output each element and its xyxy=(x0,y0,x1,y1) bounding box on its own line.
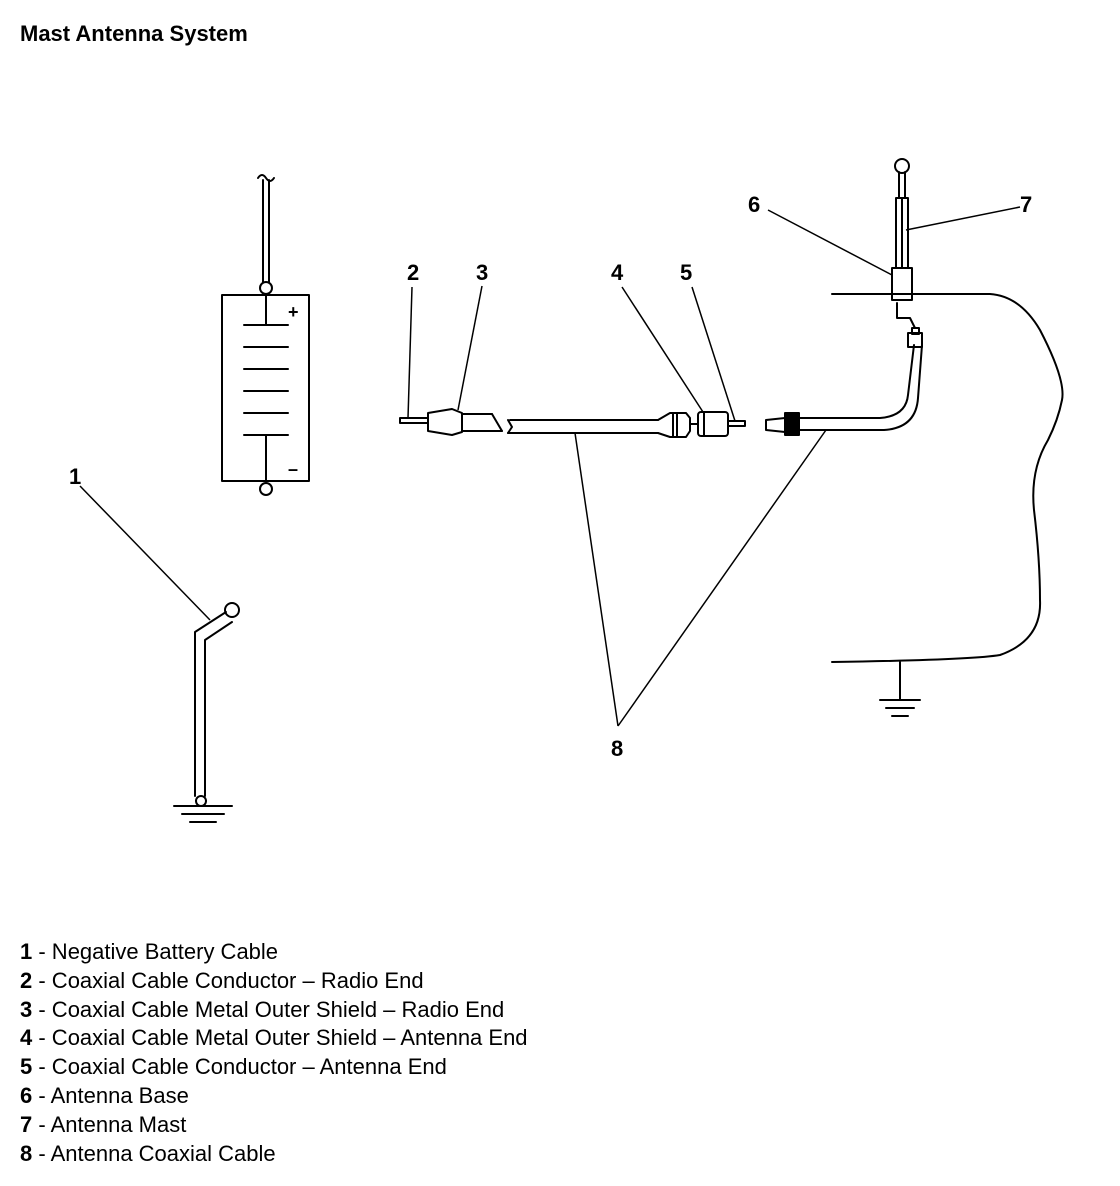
coaxial-conductor-antenna-end xyxy=(727,420,746,427)
legend-number: 8 xyxy=(20,1140,33,1166)
callout-2: 2 xyxy=(407,260,419,285)
radio-end-connector xyxy=(399,408,503,436)
coaxial-conductor-radio-end xyxy=(399,417,429,424)
leader-line-1 xyxy=(79,485,211,621)
leader-line-8b xyxy=(617,429,827,727)
legend-text: - Coaxial Cable Conductor – Antenna End xyxy=(32,1054,447,1080)
legend-number: 5 xyxy=(20,1054,33,1080)
legend-number: 6 xyxy=(20,1082,33,1108)
negative-battery-cable xyxy=(194,602,240,807)
cable-ring-terminal xyxy=(224,602,240,618)
legend-item: 1 - Negative Battery Cable xyxy=(20,938,528,967)
leader-line-5 xyxy=(691,286,736,422)
metal-shield-radio-end xyxy=(427,408,463,436)
battery-positive-terminal xyxy=(259,281,273,295)
antenna-lead-cable xyxy=(765,302,923,436)
leader-line-8a xyxy=(574,432,619,727)
callout-5: 5 xyxy=(680,260,692,285)
legend-text: - Antenna Base xyxy=(32,1082,189,1108)
legend-text: - Antenna Coaxial Cable xyxy=(32,1140,276,1166)
antenna-assembly xyxy=(891,158,913,301)
metal-shield-antenna-end xyxy=(697,411,729,437)
legend-text: - Negative Battery Cable xyxy=(32,939,279,964)
page-title: Mast Antenna System xyxy=(20,21,248,46)
legend-item: 5 - Coaxial Cable Conductor – Antenna En… xyxy=(20,1053,528,1082)
coaxial-cable-section xyxy=(507,419,659,434)
mast-tip xyxy=(894,158,910,174)
leader-line-4 xyxy=(621,286,704,413)
legend-text: - Antenna Mast xyxy=(32,1111,187,1137)
lead-connector-nut xyxy=(784,412,800,436)
legend-number: 2 xyxy=(20,967,33,993)
vehicle-body-panel xyxy=(831,293,1064,663)
callout-6: 6 xyxy=(748,192,760,217)
callout-4: 4 xyxy=(611,260,624,285)
legend-text: - Coaxial Cable Metal Outer Shield – Ant… xyxy=(32,1025,528,1051)
legend-number: 3 xyxy=(20,996,33,1022)
legend-text: - Coaxial Cable Metal Outer Shield – Rad… xyxy=(32,996,505,1022)
legend-number: 7 xyxy=(20,1111,33,1137)
leader-line-3 xyxy=(457,285,483,411)
legend-item: 6 - Antenna Base xyxy=(20,1082,528,1111)
battery-negative-terminal xyxy=(259,482,273,496)
battery-positive-sign: + xyxy=(288,302,299,322)
battery-negative-sign: – xyxy=(288,459,298,479)
legend-number: 1 xyxy=(20,939,33,964)
legend-item: 7 - Antenna Mast xyxy=(20,1111,528,1140)
antenna-base xyxy=(891,267,913,301)
battery xyxy=(221,174,310,496)
ground-symbol-left xyxy=(173,805,233,823)
leader-line-7 xyxy=(905,206,1021,231)
legend-item: 2 - Coaxial Cable Conductor – Radio End xyxy=(20,967,528,996)
callout-8: 8 xyxy=(611,736,623,761)
antenna-end-connector xyxy=(657,411,746,438)
leader-line-2 xyxy=(407,286,413,419)
callout-3: 3 xyxy=(476,260,488,285)
legend-number: 4 xyxy=(20,1025,33,1051)
leader-line-6 xyxy=(767,209,893,276)
leader-lines xyxy=(79,206,1021,727)
legend-item: 4 - Coaxial Cable Metal Outer Shield – A… xyxy=(20,1024,528,1053)
ground-symbol-right xyxy=(879,661,921,717)
legend-list: 1 - Negative Battery Cable 2 - Coaxial C… xyxy=(20,938,528,1168)
callout-1: 1 xyxy=(69,464,81,489)
battery-cable-break-mark xyxy=(257,174,275,182)
callout-7: 7 xyxy=(1020,192,1032,217)
legend-item: 3 - Coaxial Cable Metal Outer Shield – R… xyxy=(20,996,528,1025)
legend-item: 8 - Antenna Coaxial Cable xyxy=(20,1140,528,1169)
legend-text: - Coaxial Cable Conductor – Radio End xyxy=(32,967,424,993)
